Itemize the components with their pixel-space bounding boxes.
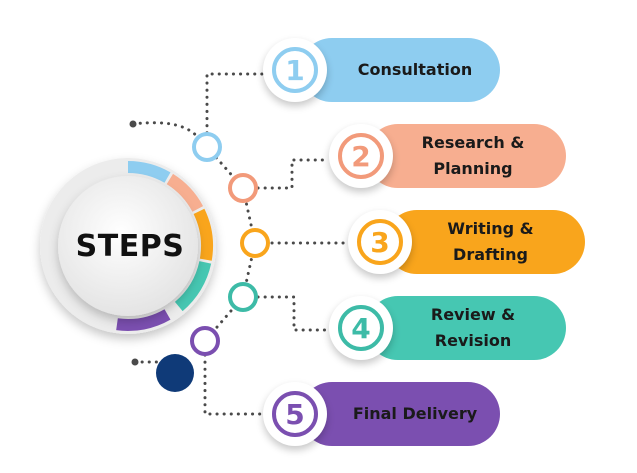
node-step-1 [192,132,222,162]
node-step-2 [228,173,258,203]
node-step-4 [228,282,258,312]
navy-dot [156,354,194,392]
step-4-pill [366,296,566,360]
hub-inner-disc [58,176,198,316]
connector-step-5 [203,353,264,416]
steps-hub [40,158,216,334]
step-2-number-badge: 2 [329,124,393,188]
node-step-5 [190,326,220,356]
end-dot-bottom [131,358,139,366]
hub-arc-step-2 [166,173,204,212]
connector-nodes [129,120,270,392]
step-1-number: 1 [272,47,318,93]
step-5-number-badge: 5 [263,382,327,446]
steps-title: STEPS [75,229,185,264]
step-2-label: Research & Planning [421,133,525,178]
step-3-pill [385,210,585,274]
hub-arc-step-3 [193,208,213,261]
step-3-number: 3 [357,219,403,265]
step-3-label: Writing & Drafting [447,219,534,264]
step-1-label: Consultation [357,60,473,79]
node-step-3 [240,228,270,258]
connector-step-4 [256,295,330,332]
step-1-number-badge: 1 [263,38,327,102]
connector-chain [203,145,257,343]
end-dot-top [129,120,137,128]
step-2-number: 2 [338,133,384,179]
step-2-pill [366,124,566,188]
step-1-pill [300,38,500,102]
hub-arc-step-1 [127,161,171,183]
connector-step-2 [256,158,330,190]
step-5-label: Final Delivery [352,404,478,423]
step-3-number-badge: 3 [348,210,412,274]
step-4-number: 4 [338,305,384,351]
step-4-number-badge: 4 [329,296,393,360]
step-5-pill [300,382,500,446]
connector-top-curve [131,121,202,142]
step-4-label: Review & Revision [430,305,516,350]
dotted-connectors [131,72,348,416]
hub-arc-step-4 [174,260,212,312]
hub-color-arcs [116,161,213,331]
hub-arc-step-5 [116,309,171,331]
step-5-number: 5 [272,391,318,437]
